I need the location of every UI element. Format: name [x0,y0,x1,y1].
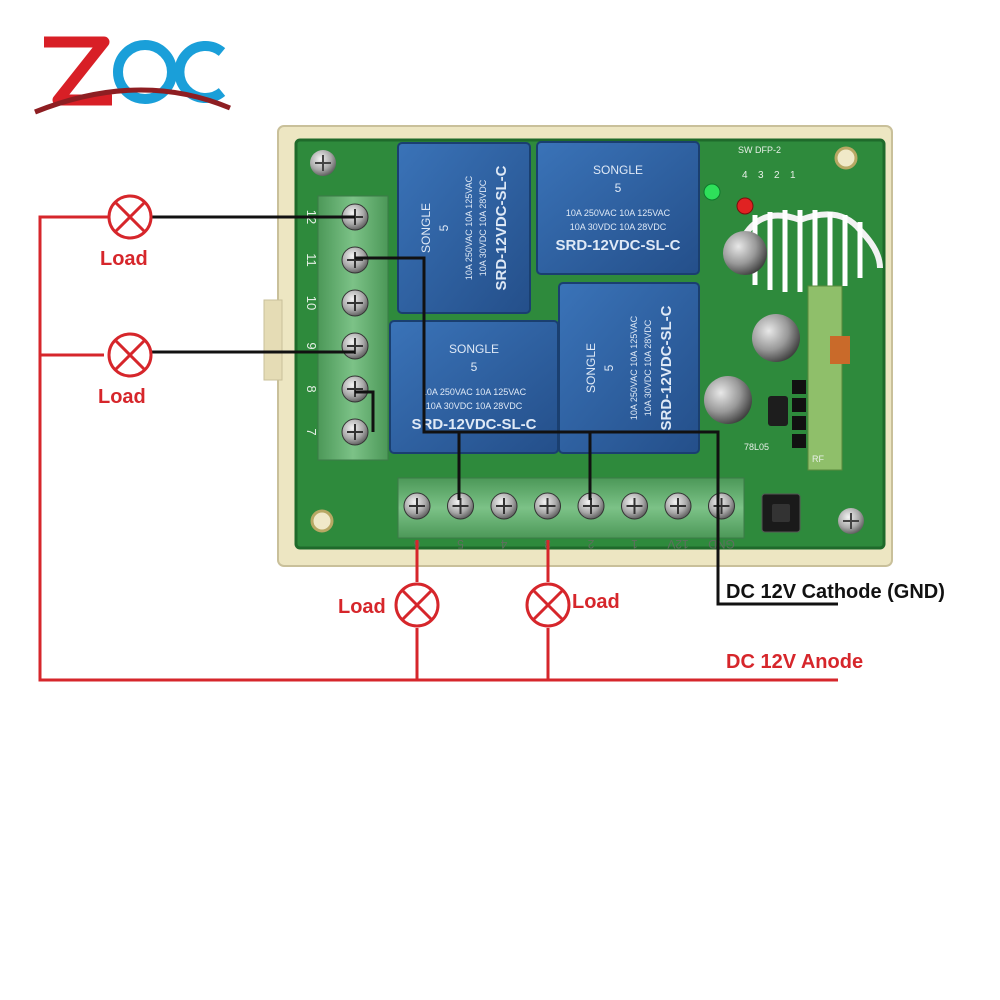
bottom-terminal-screw-4 [490,492,518,520]
load-lamp-2 [107,332,153,378]
left-terminal-screw-11 [341,246,369,274]
bottom-terminal-number: 1 [631,537,638,551]
dip-number: 3 [758,170,764,181]
left-terminal-number: 9 [304,342,319,349]
capacitor-3 [704,376,752,424]
load-label-4: Load [572,591,620,613]
bottom-terminal-number: GND [708,537,735,551]
bottom-terminal-number: 2 [587,537,594,551]
left-terminal-screw-9 [341,332,369,360]
relay-text: 10A 30VDC 10A 28VDC [570,222,667,232]
bottom-terminal-screw-12V [664,492,692,520]
bottom-terminal-number: 4 [500,537,507,551]
load-lamp-4 [525,582,571,628]
bottom-terminal-screw-3 [534,492,561,520]
learn-button-cap [772,504,790,522]
logo-swoosh [34,87,231,115]
black-wiring [152,215,838,606]
mount-hole-top-right [834,146,858,170]
left-terminal-screw-7 [341,418,369,446]
bottom-terminal-screw-GND [708,492,735,520]
led-red [736,197,754,215]
bottom-terminal-screw-6 [403,492,431,520]
capacitor-1 [723,231,767,275]
relay-1: SONGLE 5 10A 250VAC 10A 125VAC 10A 30VDC 10… [397,142,531,314]
relay-text: SRD-12VDC-SL-C [493,165,510,290]
mount-hole-bottom-left [310,509,334,533]
rf-module [807,285,843,471]
relay-group: SONGLE 5 10A 250VAC 10A 125VAC 10A 30VDC 10… [389,141,700,454]
relay-text: SRD-12VDC-SL-C [411,416,536,433]
load-lamp-3 [394,582,440,628]
red-wiring [38,215,838,682]
anode-label: DC 12V Anode [726,651,863,673]
relay-text: 10A 30VDC 10A 28VDC [426,401,523,411]
relay-text: SONGLE [593,163,643,177]
relay-text: 5 [602,364,616,371]
pcb-shade [294,138,886,550]
dip-number: 1 [790,170,796,181]
load-label-1: Load [100,248,148,270]
bottom-terminal-screw-2 [577,492,605,520]
relay-text: 10A 250VAC 10A 125VAC [422,387,527,397]
cathode-label: DC 12V Cathode (GND) [726,581,945,603]
dip-number: 2 [774,170,780,181]
relay-text: SONGLE [449,342,499,356]
relay-text: 5 [615,181,622,195]
bottom-terminal-number: 5 [457,537,464,551]
rf-coil [830,336,850,364]
left-terminal-number: 7 [304,428,319,435]
relay-text: 5 [437,224,451,231]
relay-text: SRD-12VDC-SL-C [658,305,675,430]
relay-text: 10A 250VAC 10A 125VAC [464,175,474,280]
relay-2: SONGLE 5 10A 250VAC 10A 125VAC 10A 30VDC 10… [536,141,700,275]
left-terminal-number: 8 [304,385,319,392]
logo-z-mark [44,36,112,106]
left-terminal-number: 10 [304,296,319,310]
capacitor-2 [752,314,800,362]
rf-label: RF [812,454,824,464]
left-terminal-screw-10 [341,289,369,317]
relay-text: 5 [471,360,478,374]
dip-number: 4 [742,170,748,181]
load-label-2: Load [98,386,146,408]
load-label-3: Load [338,596,386,618]
relay-text: SONGLE [584,343,598,393]
relay-text: 10A 30VDC 10A 28VDC [478,179,488,276]
relay-text: 10A 250VAC 10A 125VAC [566,208,671,218]
case-tab [263,299,283,381]
relay-text: SONGLE [419,203,433,253]
logo-q-mark [113,40,177,104]
header-pins [792,380,806,448]
load-lamp-1 [107,194,153,240]
regulator-label: 78L05 [744,442,769,452]
logo-c-mark [174,41,226,103]
dip-label: SW DFP-2 [738,145,781,155]
left-terminal-number: 11 [304,253,319,267]
bottom-terminal-screw-1 [621,492,648,520]
relay-4: SONGLE 5 10A 250VAC 10A 125VAC 10A 30VDC 10… [558,282,700,454]
relay-text: 10A 250VAC 10A 125VAC [629,315,639,420]
left-terminal-screw-8 [341,375,369,403]
led-green [703,183,721,201]
bottom-terminal-number: 12V [667,537,688,551]
relay-text: SRD-12VDC-SL-C [555,237,680,254]
voltage-regulator [768,396,788,426]
brand-logo [34,36,231,115]
relay-text: 10A 30VDC 10A 28VDC [643,319,653,416]
